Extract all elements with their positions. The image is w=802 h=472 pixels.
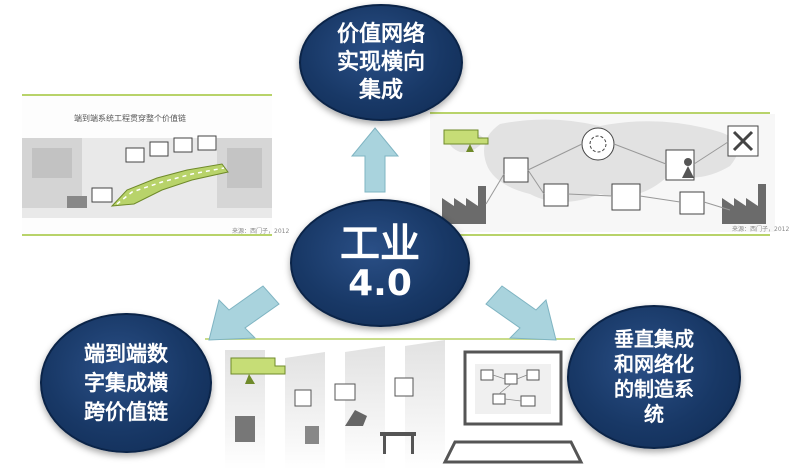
center-node-label: 工业 4.0 xyxy=(340,223,420,303)
left-panel-bottom-line xyxy=(22,234,272,236)
top-node-label: 价值网络 实现横向 集成 xyxy=(336,21,425,103)
right-panel-illustration xyxy=(430,114,775,232)
arrow-down-left xyxy=(208,285,280,341)
left-node-label: 端到端数 字集成横 跨价值链 xyxy=(84,341,168,424)
bottom-panel-top-line xyxy=(205,338,575,340)
right-node-label: 垂直集成 和网络化 的制造系 统 xyxy=(614,327,694,426)
center-version: 4.0 xyxy=(348,263,412,305)
arrow-up xyxy=(350,127,400,193)
right-panel-top-line xyxy=(430,112,770,114)
left-panel-source: 来源：西门子，2012 xyxy=(232,228,290,235)
left-panel-top-line xyxy=(22,94,272,96)
center-node: 工业 4.0 xyxy=(290,199,470,327)
left-panel-illustration xyxy=(22,135,272,218)
left-panel-caption: 端到端系统工程贯穿整个价值链 xyxy=(74,114,186,123)
right-panel-bottom-line xyxy=(430,234,770,236)
left-node: 端到端数 字集成横 跨价值链 xyxy=(40,313,212,453)
top-node: 价值网络 实现横向 集成 xyxy=(299,4,463,121)
right-node: 垂直集成 和网络化 的制造系 统 xyxy=(567,305,741,449)
arrow-down-right xyxy=(485,285,557,341)
center-title: 工业 xyxy=(340,221,420,268)
bottom-panel-illustration xyxy=(225,340,584,470)
right-panel-source: 来源：西门子，2012 xyxy=(732,226,790,233)
